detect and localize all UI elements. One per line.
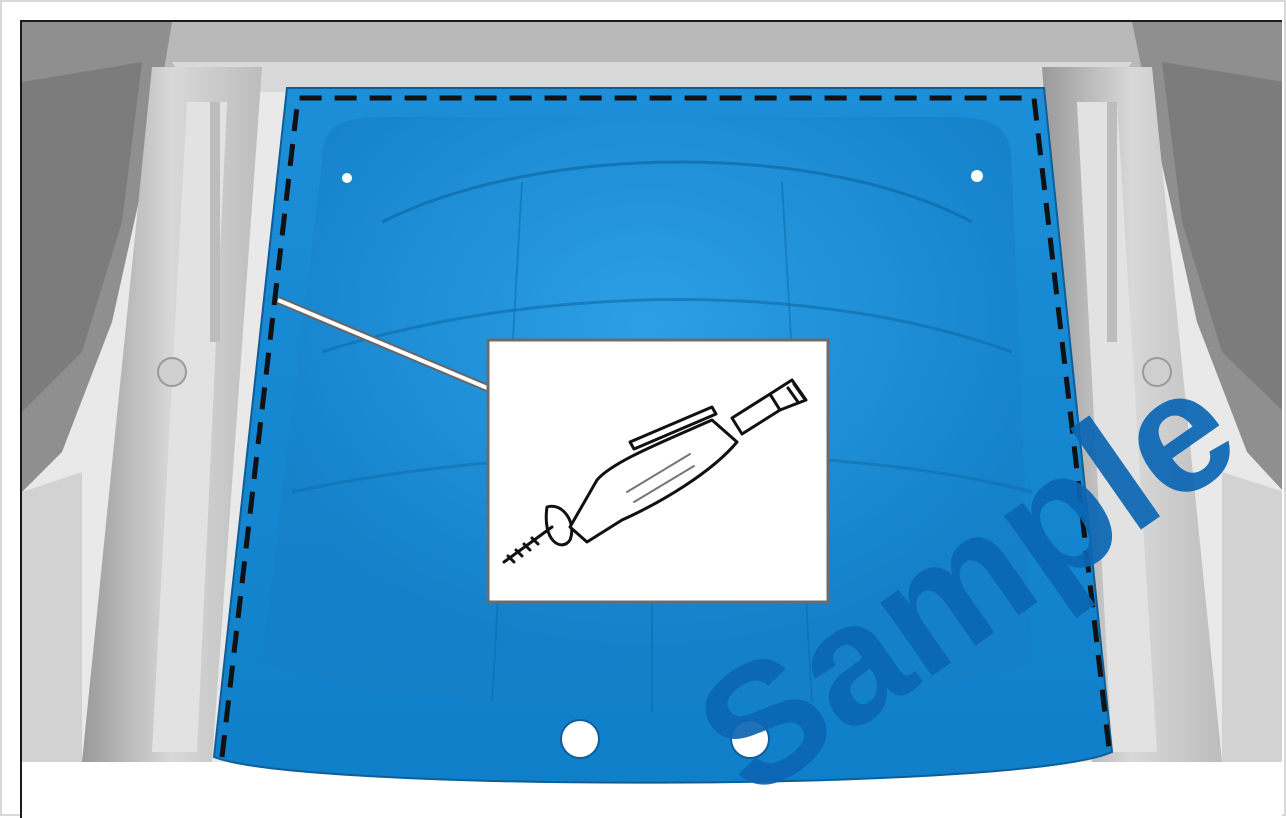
diagram-canvas: Sample (22, 22, 1282, 818)
air-saw-icon (502, 378, 808, 564)
cut-line (219, 95, 1113, 758)
repair-diagram: Sample (20, 20, 1282, 818)
tool-inset (486, 338, 830, 604)
leader-line (276, 296, 494, 394)
